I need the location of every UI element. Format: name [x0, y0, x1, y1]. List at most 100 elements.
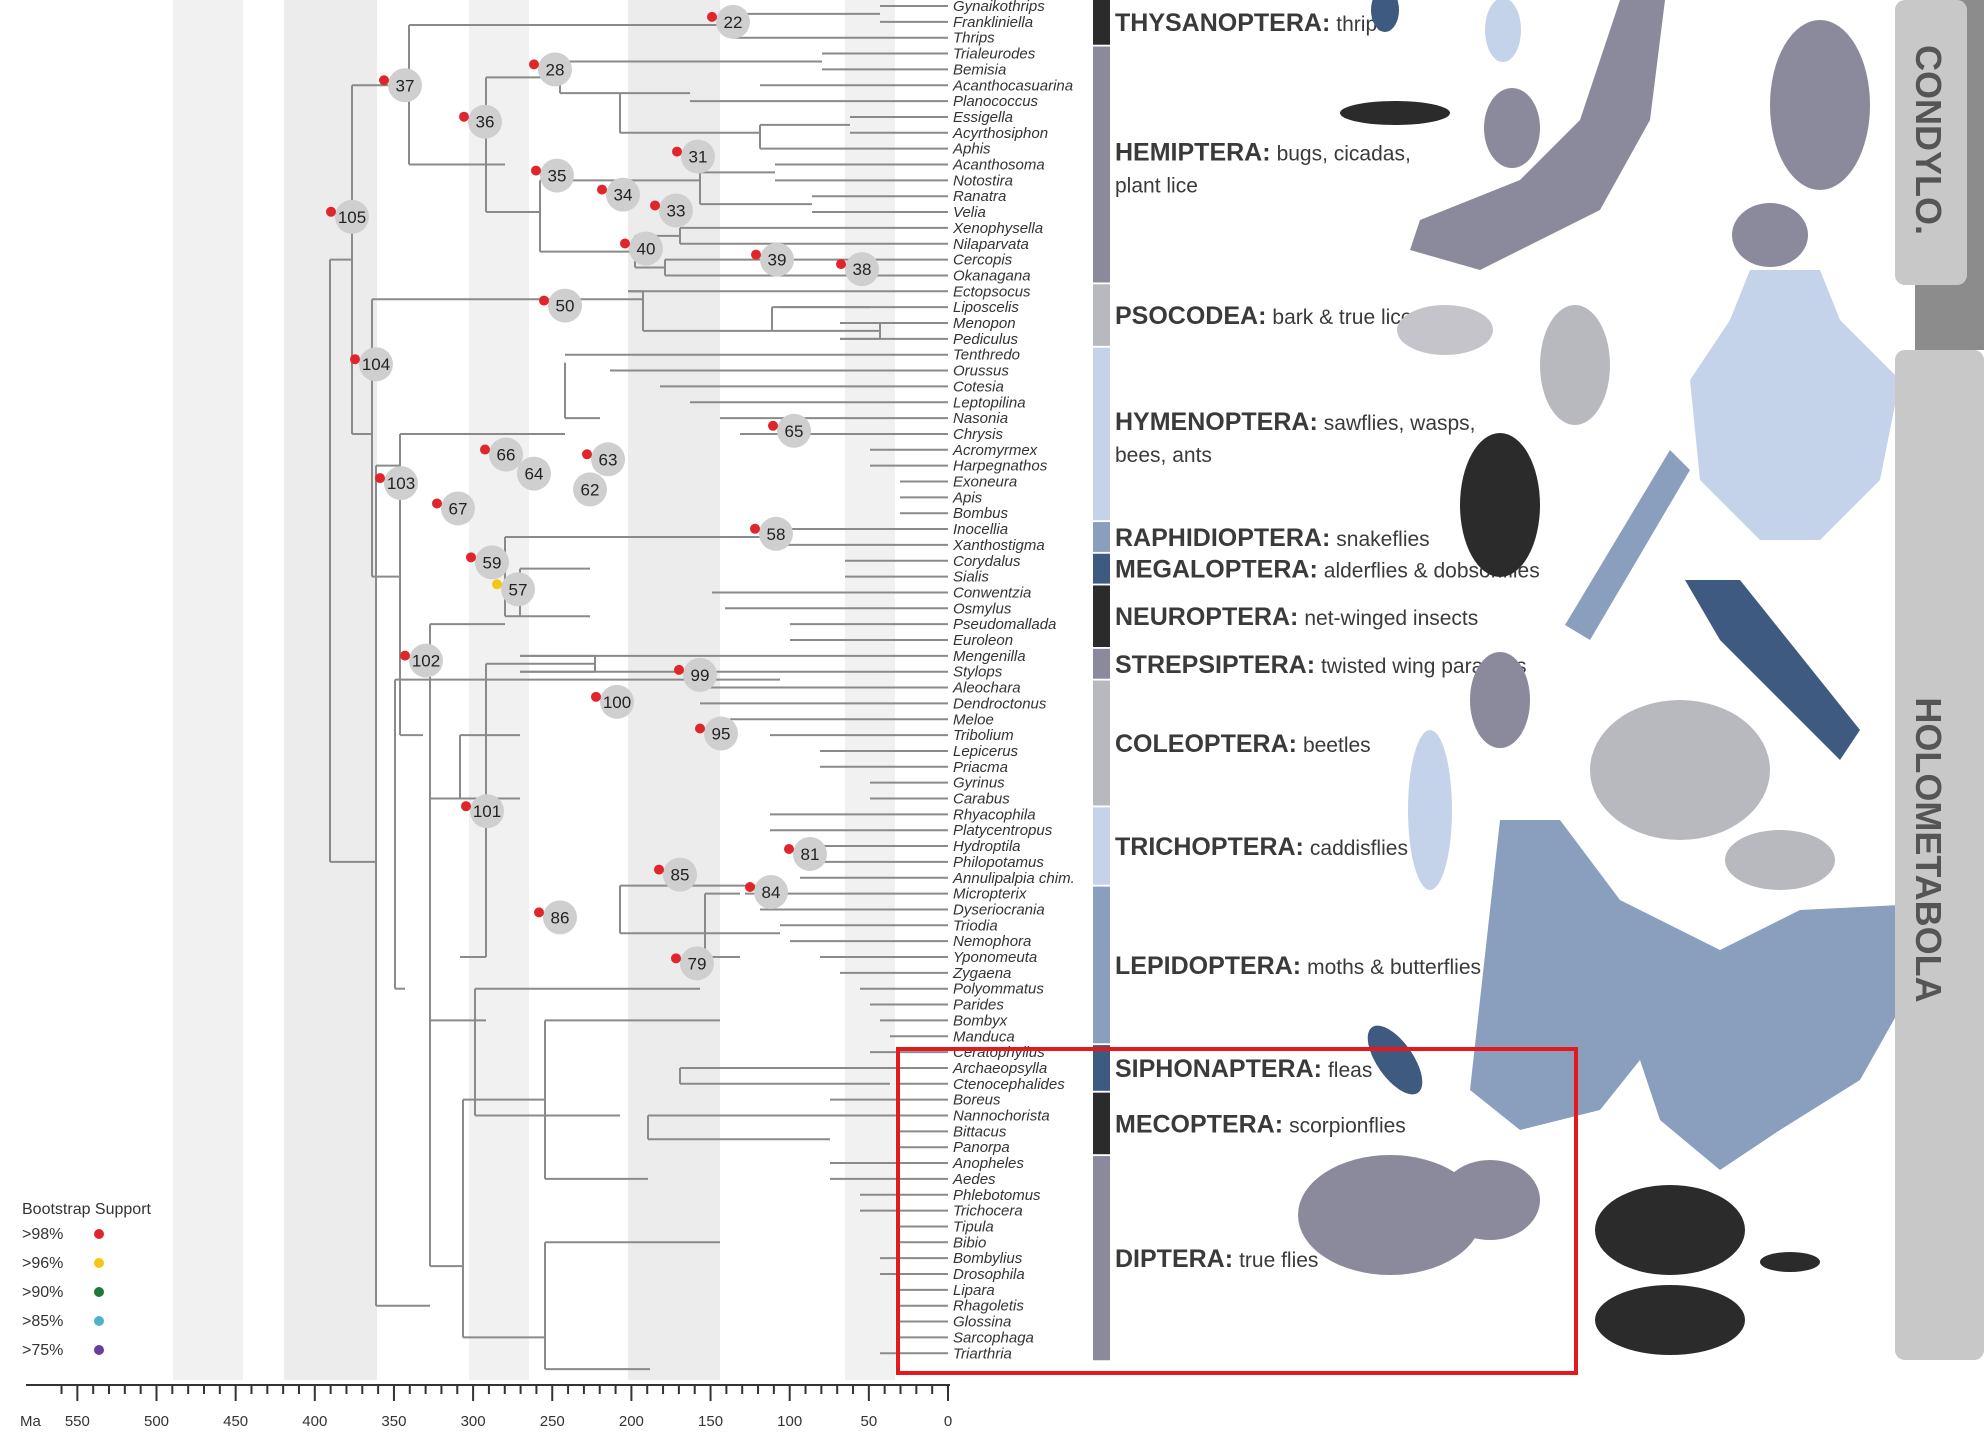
taxon-label: Thrips — [953, 30, 995, 47]
order-group: HYMENOPTERA:sawflies, wasps,bees, ants — [1093, 348, 1476, 521]
legend-dot — [94, 1287, 104, 1297]
order-group: LEPIDOPTERA:moths & butterflies — [1093, 887, 1481, 1044]
geologic-time-bands — [173, 0, 895, 1380]
taxon-label: Dendroctonus — [953, 695, 1047, 712]
taxon-label: Philopotamus — [953, 854, 1044, 871]
node-label: 50 — [556, 297, 575, 316]
node-label: 100 — [603, 693, 631, 712]
order-bar — [1093, 649, 1110, 679]
taxon-label: Chrysis — [953, 426, 1004, 443]
taxon-label: Archaeopsylla — [952, 1060, 1047, 1077]
node-label: 105 — [338, 208, 366, 227]
silhouette-icon — [1485, 0, 1521, 62]
legend-dot — [94, 1229, 104, 1239]
scale-tick-label: 0 — [944, 1413, 952, 1430]
taxon-label: Xanthostigma — [952, 537, 1045, 554]
tree-node: 100 — [591, 685, 634, 719]
taxon-label: Aedes — [952, 1171, 996, 1188]
node-label: 99 — [691, 666, 710, 685]
taxon-label: Harpegnathos — [953, 458, 1048, 475]
support-dot — [671, 953, 681, 963]
scale-tick-label: 150 — [698, 1413, 723, 1430]
taxon-label: Leptopilina — [953, 394, 1026, 411]
taxon-label: Ceratophyllus — [953, 1044, 1045, 1061]
order-label: THYSANOPTERA:thrips — [1115, 9, 1388, 37]
support-dot — [459, 112, 469, 122]
taxon-label: Yponomeuta — [953, 949, 1037, 966]
scale-tick-label: 500 — [144, 1413, 169, 1430]
taxon-label: Acanthosoma — [952, 157, 1045, 174]
taxon-label: Cotesia — [953, 378, 1004, 395]
node-label: 35 — [548, 167, 567, 186]
taxon-label: Triarthria — [953, 1345, 1012, 1362]
node-label: 36 — [476, 113, 495, 132]
support-dot — [836, 259, 846, 269]
taxon-label: Bittacus — [953, 1123, 1007, 1140]
scale-tick-label: 50 — [861, 1413, 878, 1430]
taxon-label: Annulipalpia chim. — [952, 870, 1075, 887]
taxon-label: Orussus — [953, 363, 1009, 380]
order-group: PSOCODEA:bark & true lice — [1093, 284, 1412, 346]
taxon-label: Trichocera — [953, 1203, 1023, 1220]
taxon-label: Velia — [953, 204, 986, 221]
tree-node: 40 — [620, 232, 663, 266]
order-group: DIPTERA:true flies — [1093, 1156, 1318, 1360]
order-bar — [1093, 1156, 1110, 1360]
taxon-label: Rhyacophila — [953, 806, 1036, 823]
node-label: 64 — [525, 465, 544, 484]
node-label: 65 — [785, 422, 804, 441]
silhouette-icon — [1460, 433, 1540, 577]
taxon-label: Aleochara — [952, 680, 1021, 697]
support-dot — [620, 239, 630, 249]
taxon-label: Acromyrmex — [952, 442, 1038, 459]
tree-node: 38 — [836, 252, 879, 286]
taxon-label: Bibio — [953, 1234, 986, 1251]
taxon-label: Nilaparvata — [953, 236, 1029, 253]
silhouette-icon — [1408, 730, 1452, 890]
node-label: 84 — [762, 883, 781, 902]
taxon-label: Conwentzia — [953, 584, 1031, 601]
support-dot — [432, 498, 442, 508]
order-group: COLEOPTERA:beetles — [1093, 681, 1371, 806]
taxon-label: Dyseriocrania — [953, 901, 1045, 918]
taxon-label: Gynaikothrips — [953, 0, 1045, 15]
order-bar — [1093, 0, 1110, 45]
taxon-label: Planococcus — [953, 93, 1039, 110]
node-label: 101 — [473, 802, 501, 821]
order-group: NEUROPTERA:net-winged insects — [1093, 585, 1478, 647]
node-label: 103 — [387, 474, 415, 493]
taxon-label: Meloe — [953, 711, 994, 728]
taxon-label: Aphis — [952, 141, 991, 158]
taxon-label: Lepicerus — [953, 743, 1019, 760]
taxon-label: Acanthocasuarina — [952, 77, 1073, 94]
scale-tick-label: 100 — [777, 1413, 802, 1430]
order-label: PSOCODEA:bark & true lice — [1115, 302, 1412, 330]
taxon-label: Phlebotomus — [953, 1187, 1041, 1204]
support-dot — [751, 250, 761, 260]
legend-title: Bootstrap Support — [22, 1201, 152, 1218]
order-bar — [1093, 284, 1110, 346]
order-label: SIPHONAPTERA:fleas — [1115, 1055, 1372, 1083]
support-dot — [539, 296, 549, 306]
support-dot — [529, 59, 539, 69]
legend-label: >96% — [22, 1255, 63, 1272]
support-dot — [750, 524, 760, 534]
support-dot — [480, 445, 490, 455]
node-label: 59 — [483, 553, 502, 572]
taxon-label: Parides — [953, 997, 1004, 1014]
scale-tick-label: 250 — [540, 1413, 565, 1430]
tree-node: 63 — [582, 442, 625, 476]
order-label: NEUROPTERA:net-winged insects — [1115, 603, 1478, 631]
silhouette-icon — [1595, 1285, 1745, 1355]
legend-label: >90% — [22, 1284, 63, 1301]
order-bar — [1093, 1093, 1110, 1155]
node-label: 39 — [768, 251, 787, 270]
taxon-label: Exoneura — [953, 474, 1017, 491]
tree-node: 50 — [539, 289, 582, 323]
node-label: 86 — [551, 908, 570, 927]
silhouette-icon — [1340, 101, 1450, 125]
tree-node: 81 — [784, 837, 827, 871]
order-group: TRICHOPTERA:caddisflies — [1093, 807, 1408, 884]
tree-node: 103 — [375, 466, 418, 500]
